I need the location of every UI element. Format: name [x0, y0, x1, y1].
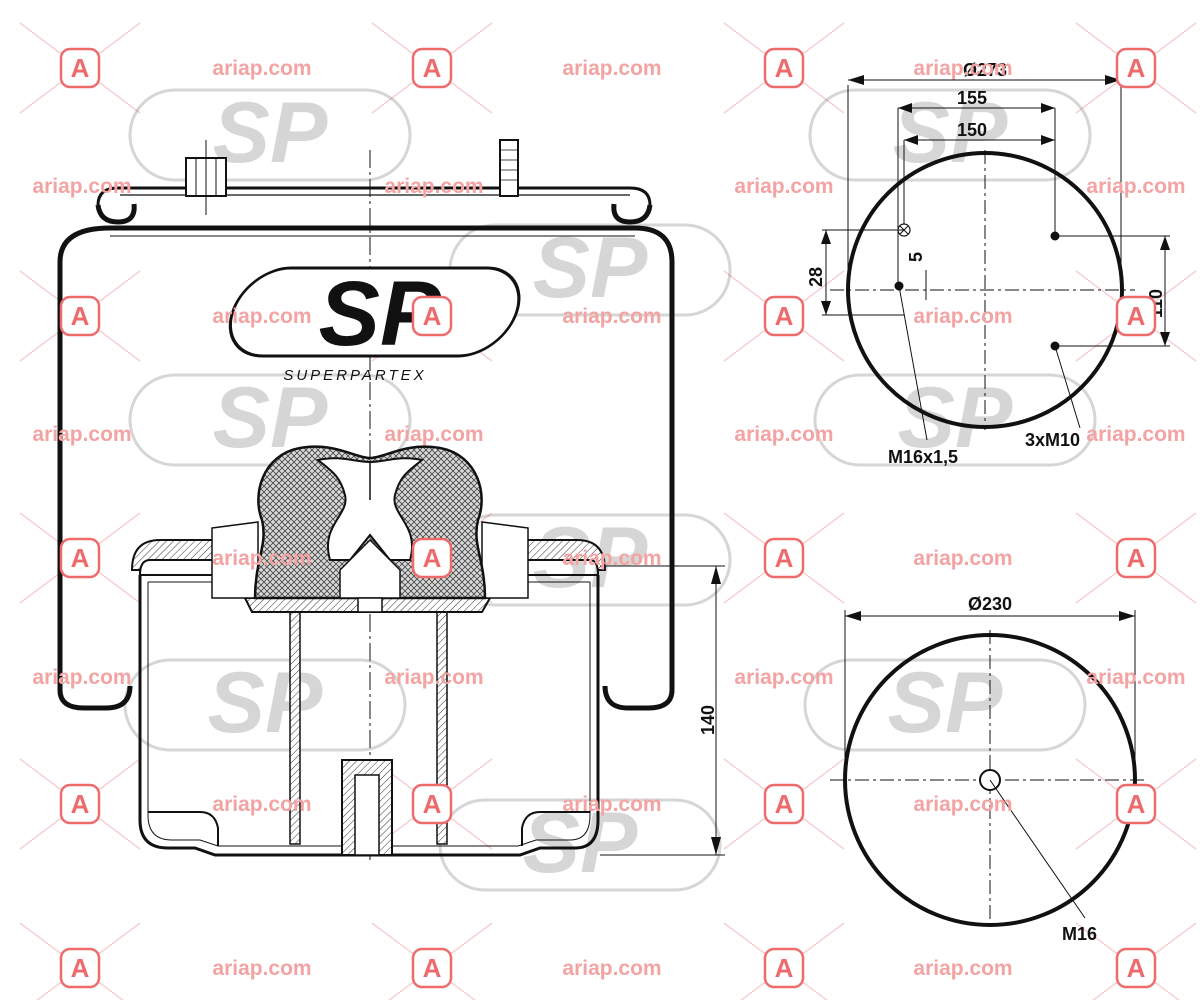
dimension-bottom-diameter: Ø230 — [968, 594, 1012, 614]
svg-text:A: A — [423, 789, 442, 819]
watermark-badge-icon: A — [59, 783, 101, 825]
watermark-site-text: ariap.com — [562, 57, 661, 80]
dimension-5: 5 — [906, 252, 926, 262]
watermark-logo-letters: SP — [893, 85, 1008, 181]
svg-text:A: A — [423, 543, 442, 573]
watermark-site-text: ariap.com — [562, 793, 661, 816]
label-m16: M16 — [1062, 924, 1097, 944]
svg-text:A: A — [423, 53, 442, 83]
watermark-badge-icon: A — [411, 947, 453, 989]
watermark-badge-icon: A — [411, 537, 453, 579]
svg-text:A: A — [775, 53, 794, 83]
watermark-site-text: ariap.com — [562, 305, 661, 328]
svg-text:A: A — [1127, 789, 1146, 819]
watermark-badge-icon: A — [1115, 783, 1157, 825]
dimension-top-diameter: Ø273 — [963, 60, 1007, 80]
watermark-badge-icon: A — [763, 47, 805, 89]
watermark-badge-icon: A — [763, 295, 805, 337]
watermark-site-text: ariap.com — [32, 175, 131, 198]
svg-text:A: A — [423, 953, 442, 983]
svg-text:A: A — [71, 789, 90, 819]
svg-text:A: A — [1127, 543, 1146, 573]
watermark-site-text: ariap.com — [913, 547, 1012, 570]
top-plate-view — [821, 75, 1170, 441]
watermark-site-text: ariap.com — [913, 793, 1012, 816]
watermark-site-text: ariap.com — [384, 175, 483, 198]
svg-text:A: A — [423, 301, 442, 331]
watermark-site-text: ariap.com — [32, 666, 131, 689]
svg-text:A: A — [1127, 53, 1146, 83]
watermark-badge-icon: A — [1115, 537, 1157, 579]
svg-text:A: A — [71, 543, 90, 573]
watermark-badge-icon: A — [763, 947, 805, 989]
air-spring-section-view — [57, 139, 725, 860]
svg-text:A: A — [775, 543, 794, 573]
watermark-logo-letters: SP — [533, 220, 648, 316]
watermark-logo-letters: SP — [213, 85, 328, 181]
watermark-badge-icon: A — [59, 537, 101, 579]
watermark-badge-icon: A — [411, 47, 453, 89]
watermark-site-text: ariap.com — [734, 423, 833, 446]
label-m16x1-5: M16x1,5 — [888, 447, 958, 467]
watermark-badge-icon: A — [763, 537, 805, 579]
watermark-site-text: ariap.com — [562, 957, 661, 980]
watermark-site-text: ariap.com — [212, 547, 311, 570]
svg-text:A: A — [1127, 953, 1146, 983]
svg-text:A: A — [71, 953, 90, 983]
watermark-badge-icon: A — [763, 783, 805, 825]
svg-text:A: A — [775, 789, 794, 819]
watermark-badge-icon: A — [1115, 947, 1157, 989]
watermark-site-text: ariap.com — [212, 305, 311, 328]
watermark-layer: ariap.com ariap.com ariap.com ariap.com aria… — [32, 47, 1186, 989]
watermark-site-text: ariap.com — [212, 793, 311, 816]
dimension-28: 28 — [806, 267, 826, 287]
svg-text:A: A — [775, 953, 794, 983]
watermark-site-text: ariap.com — [1086, 666, 1185, 689]
watermark-site-text: ariap.com — [1086, 175, 1185, 198]
svg-text:A: A — [71, 53, 90, 83]
watermark-badge-icon: A — [1115, 47, 1157, 89]
bottom-piston-view — [830, 610, 1145, 930]
label-3xm10: 3xM10 — [1025, 430, 1080, 450]
dimension-150: 150 — [957, 120, 987, 140]
watermark-site-text: ariap.com — [32, 423, 131, 446]
watermark-site-text: ariap.com — [734, 175, 833, 198]
watermark-badge-icon: A — [411, 295, 453, 337]
watermark-site-text: ariap.com — [913, 57, 1012, 80]
logo-subtitle: SUPERPARTEX — [283, 367, 426, 384]
watermark-badge-icon: A — [59, 47, 101, 89]
superpartex-logo: SP SUPERPARTEX — [228, 263, 521, 384]
watermark-site-text: ariap.com — [212, 57, 311, 80]
watermark-site-text: ariap.com — [384, 423, 483, 446]
watermark-site-text: ariap.com — [562, 547, 661, 570]
dimension-height-label: 140 — [698, 705, 718, 735]
watermark-logo-letters: SP — [208, 655, 323, 751]
dimension-155: 155 — [957, 88, 987, 108]
svg-text:A: A — [775, 301, 794, 331]
watermark-badge-icon: A — [59, 295, 101, 337]
watermark-badge-icon: A — [59, 947, 101, 989]
watermark-badge-icon: A — [1115, 295, 1157, 337]
watermark-badge-icon: A — [411, 783, 453, 825]
watermark-logo-letters: SP — [888, 655, 1003, 751]
watermark-site-text: ariap.com — [913, 957, 1012, 980]
watermark-site-text: ariap.com — [734, 666, 833, 689]
svg-text:A: A — [71, 301, 90, 331]
watermark-site-text: ariap.com — [212, 957, 311, 980]
svg-text:A: A — [1127, 301, 1146, 331]
watermark-site-text: ariap.com — [1086, 423, 1185, 446]
watermark-site-text: ariap.com — [913, 305, 1012, 328]
watermark-site-text: ariap.com — [384, 666, 483, 689]
sp-logo-watermarks: SP SP SP SP SP SP SP SP — [123, 85, 1097, 892]
